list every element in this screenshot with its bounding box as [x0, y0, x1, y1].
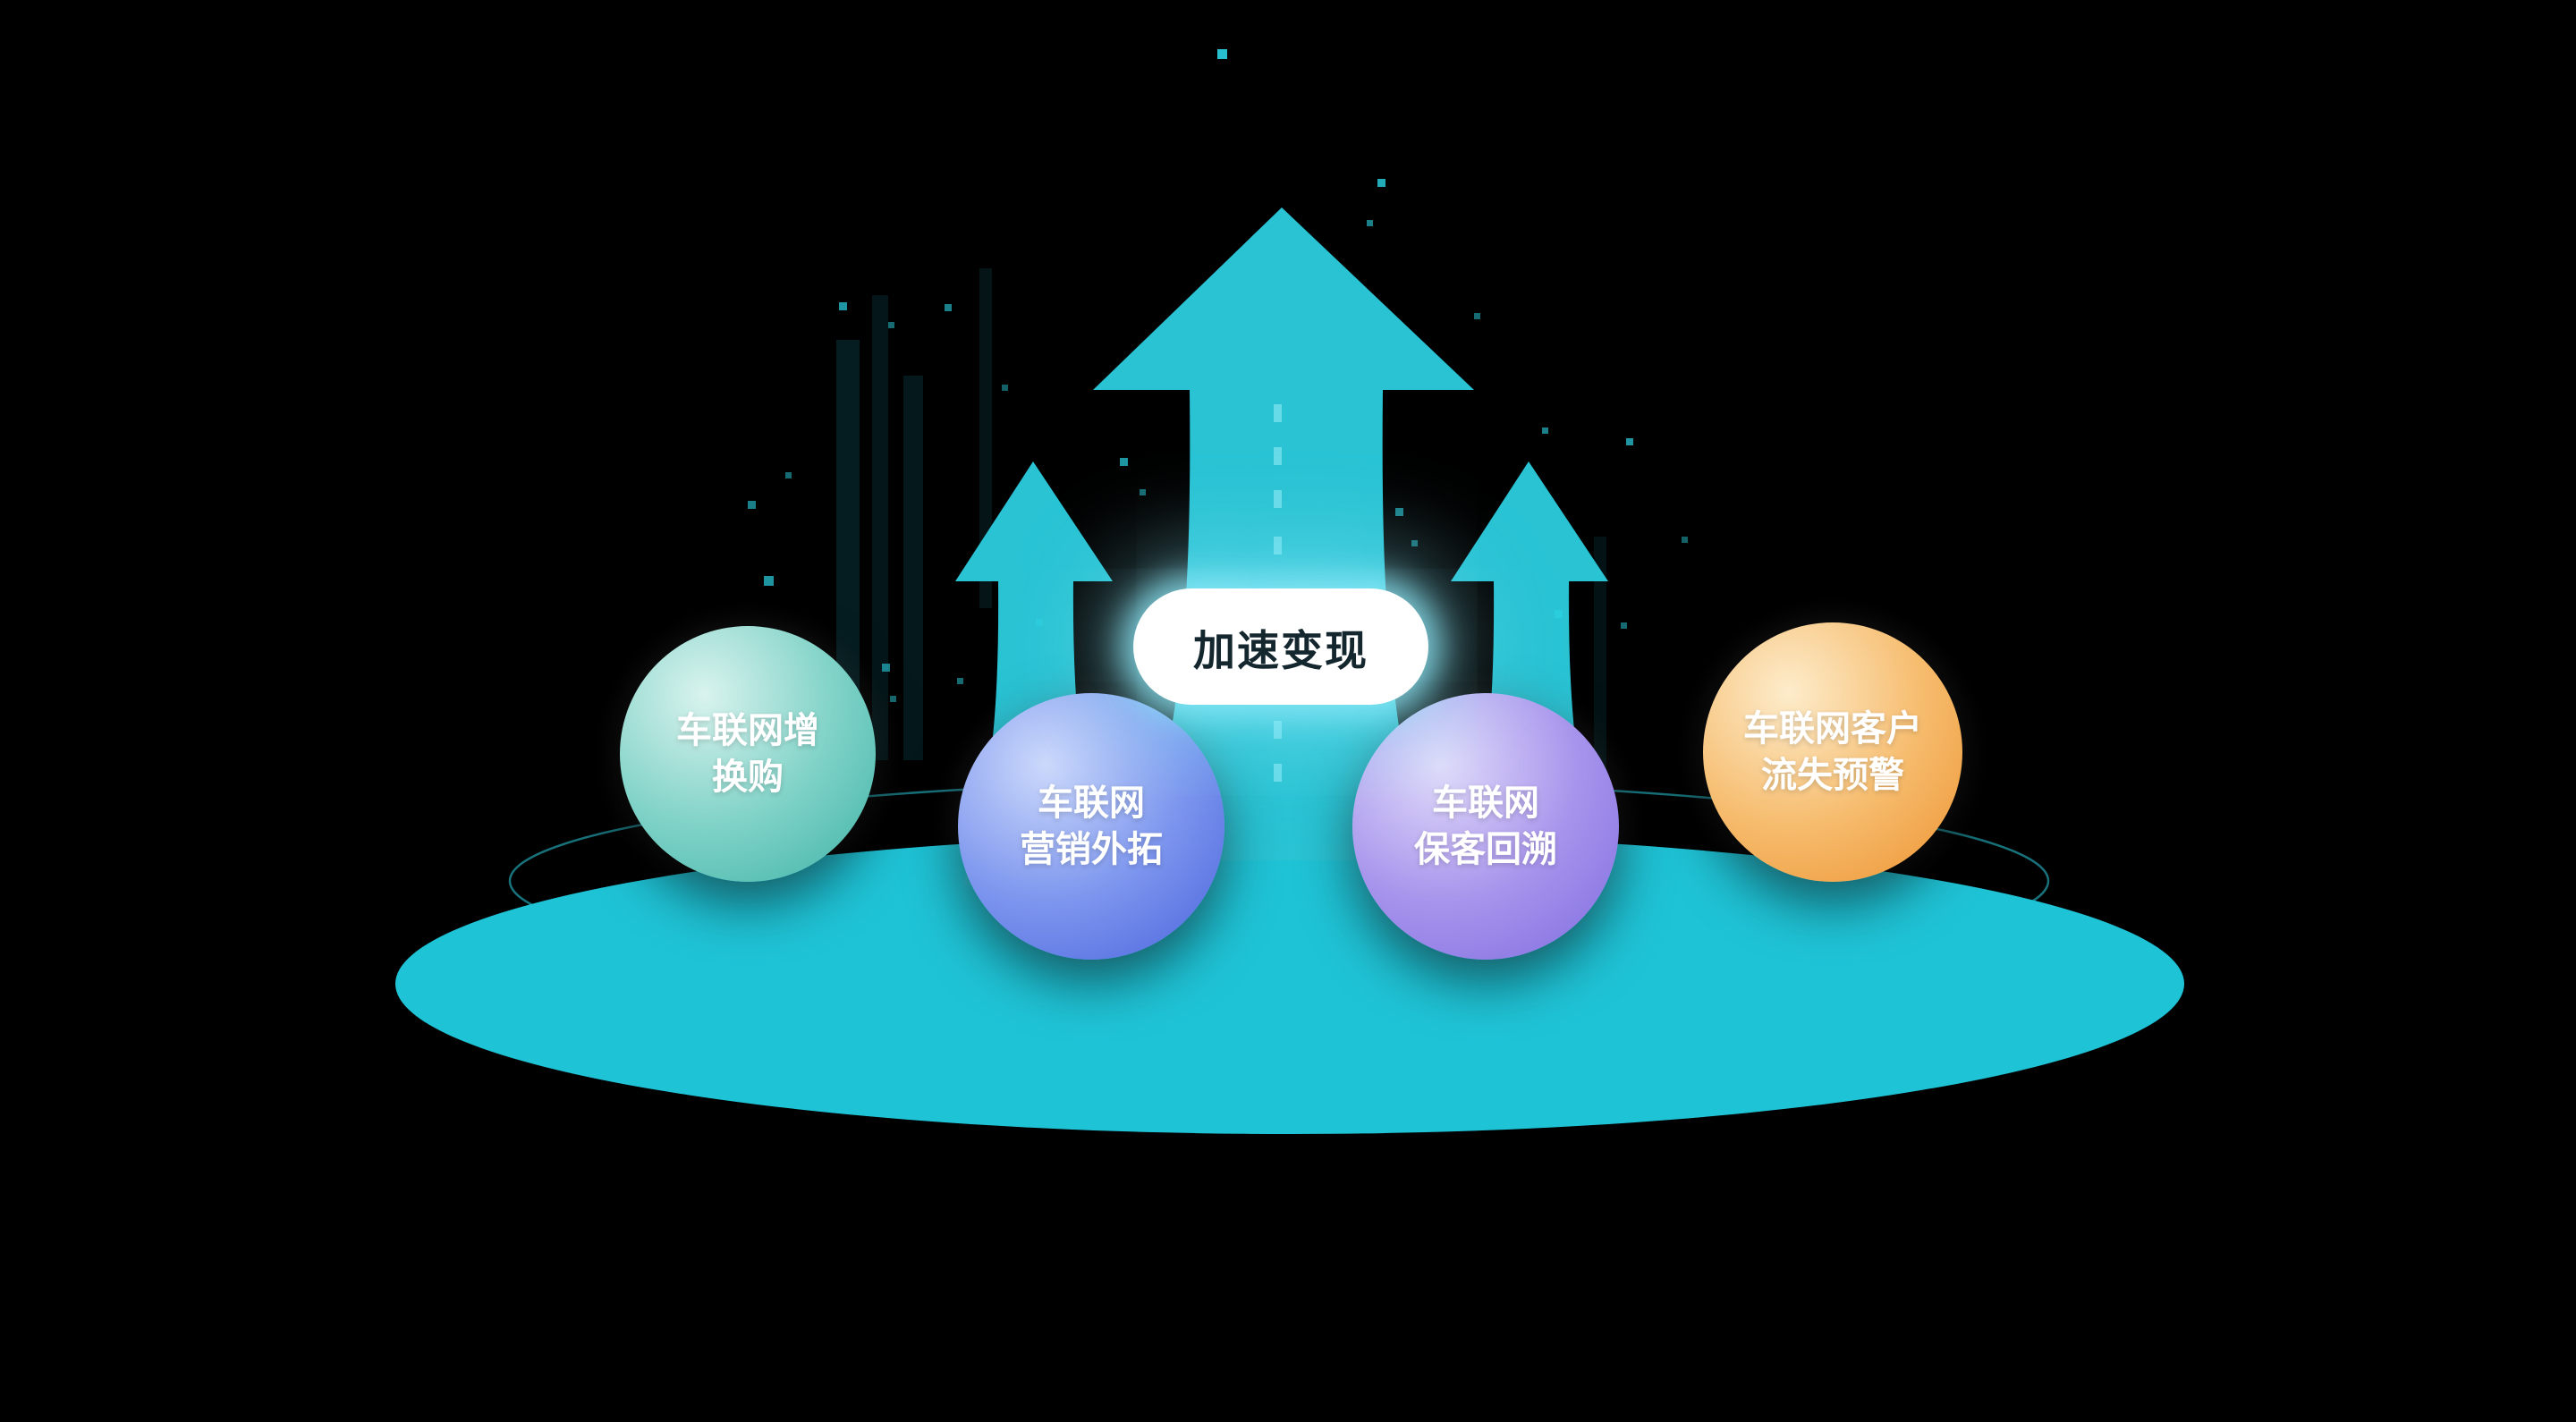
decor-dot: [1474, 313, 1480, 319]
sphere-iov-churn-warning: 车联网客户 流失预警: [1703, 622, 1962, 882]
sphere-label-line1: 车联网: [1038, 783, 1145, 823]
decor-dot: [890, 696, 896, 702]
decor-dot: [764, 576, 774, 586]
decor-dot: [1411, 540, 1418, 546]
decor-dot: [785, 472, 792, 478]
decor-dot: [882, 664, 890, 672]
decor-dot: [1395, 508, 1403, 516]
center-label-text: 加速变现: [1193, 626, 1368, 674]
sphere-label-line2: 换购: [712, 758, 784, 797]
decor-dot: [1621, 622, 1627, 629]
sphere-iov-outbound-marketing: 车联网 营销外拓: [958, 693, 1224, 960]
decor-dot: [1542, 427, 1548, 434]
sphere-label-line1: 车联网客户: [1743, 709, 1922, 749]
silhouette-bar: [979, 268, 992, 608]
shaft-dash: [1274, 490, 1282, 508]
city-silhouette: [836, 268, 1606, 805]
shaft-dash: [1274, 764, 1282, 782]
sphere-label-line2: 营销外拓: [1020, 830, 1163, 869]
decor-dot: [1120, 458, 1128, 466]
platform-ellipse: [395, 834, 2184, 1134]
decor-dot: [957, 678, 963, 684]
shaft-dash: [1274, 721, 1282, 739]
sphere-label-line1: 车联网增: [676, 711, 819, 750]
sphere-label-line2: 保客回溯: [1414, 830, 1557, 869]
decor-dot: [1140, 489, 1146, 495]
sphere-label-line1: 车联网: [1432, 783, 1539, 823]
decor-dot: [748, 501, 756, 509]
sphere-iov-trade-in: 车联网增 换购: [620, 626, 876, 882]
sphere-label-line2: 流失预警: [1761, 756, 1904, 795]
decor-dot: [1217, 49, 1227, 59]
silhouette-bar: [903, 376, 923, 760]
center-arrow-shaft-dashes: [1274, 404, 1282, 782]
shaft-dash: [1274, 447, 1282, 465]
decor-dot: [1377, 179, 1385, 187]
decor-dot: [945, 304, 952, 311]
shaft-dash: [1274, 537, 1282, 554]
decor-dot: [888, 322, 894, 328]
decor-dot: [1036, 619, 1043, 626]
decor-dot: [1002, 385, 1008, 391]
decor-dot: [1367, 220, 1373, 226]
silhouette-bar: [872, 295, 888, 760]
shaft-dash: [1274, 404, 1282, 422]
sphere-iov-customer-retention: 车联网 保客回溯: [1352, 693, 1619, 960]
silhouette-bar: [1594, 537, 1606, 805]
decor-dot: [1555, 610, 1563, 618]
decor-dot: [839, 302, 847, 310]
decor-dots: [748, 49, 1688, 702]
center-label-pill: 加速变现: [1133, 588, 1428, 705]
decor-dot: [1682, 537, 1688, 543]
decor-dot: [1626, 438, 1633, 445]
